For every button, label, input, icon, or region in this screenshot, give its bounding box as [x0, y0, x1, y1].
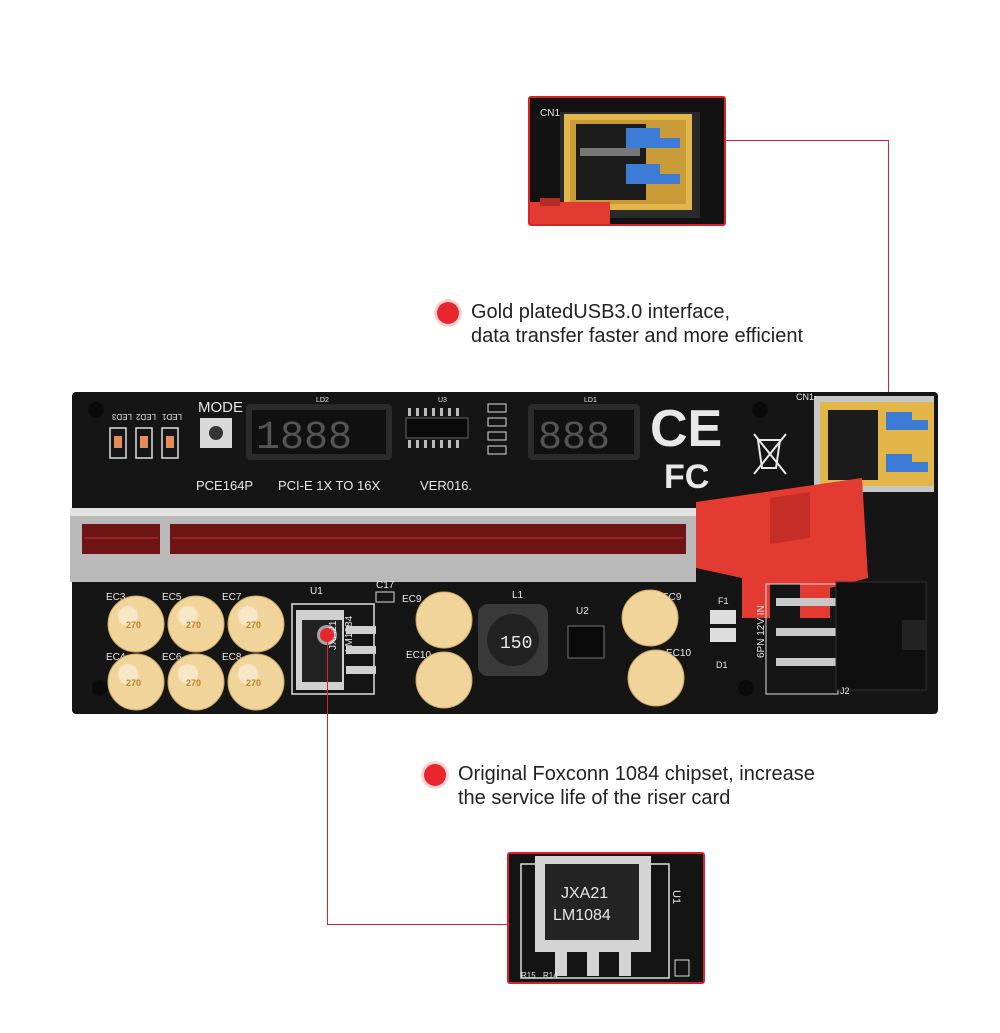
power-label: 6PN 12V IN: [756, 605, 767, 658]
feature-chipset-line-2: the service life of the riser card: [458, 787, 731, 809]
ec8-label: EC10: [406, 650, 431, 661]
ec4-label: EC6: [162, 652, 182, 663]
version-label: VER016.: [420, 478, 472, 493]
feature-usb-line-1: Gold platedUSB3.0 interface,: [471, 301, 731, 323]
ec7-label: EC9: [402, 594, 422, 605]
right-display-digits: 888: [538, 416, 610, 461]
u3-label: U3: [438, 397, 447, 404]
chip-zoom-callout: JXA21 LM1084 U1 R15 R14: [507, 852, 705, 984]
zoom-r15-label: R15: [521, 971, 536, 980]
ec9-label: EC9: [662, 592, 682, 603]
f1-label: F1: [718, 596, 729, 606]
usb-connector-line-v: [888, 140, 889, 430]
u1-label: U1: [310, 586, 323, 597]
chip-zoom-image: JXA21 LM1084 U1 R15 R14: [509, 854, 703, 982]
ec6-label: EC8: [222, 652, 242, 663]
bullet-dot-icon: [437, 302, 459, 324]
weee-bin-icon: [753, 433, 787, 475]
cap-marking-5: 270: [246, 620, 261, 630]
pcie-label: PCI-E 1X TO 16X: [278, 478, 380, 493]
led1-label: LED1: [161, 412, 182, 421]
cap-marking-3: 270: [186, 620, 201, 630]
feature-usb-line-2: data transfer faster and more efficient: [471, 325, 804, 347]
feature-usb: Gold platedUSB3.0 interface, data transf…: [437, 300, 803, 348]
u2-label: U2: [576, 606, 589, 617]
usb-zoom-image: CN1: [530, 98, 724, 224]
feature-chipset-line-1: Original Foxconn 1084 chipset, increase: [458, 763, 815, 785]
cap-marking-2: 270: [126, 678, 141, 688]
ld2-label: LD2: [316, 397, 329, 404]
chip-connector-line-h: [327, 924, 508, 925]
feature-usb-text: Gold platedUSB3.0 interface, data transf…: [471, 300, 803, 348]
j2-label: J2: [840, 686, 850, 696]
bullet-dot-icon: [424, 764, 446, 786]
status-leds: LED3 LED2 LED1: [109, 412, 182, 459]
ce-mark: CE: [650, 400, 722, 458]
cap-marking-6: 270: [246, 678, 261, 688]
riser-board: LED3 LED2 LED1 MODE LD2 1888 U3 LD1 888 …: [70, 392, 938, 714]
fcc-mark: FC: [664, 458, 709, 496]
capacitor-bank-left: EC3 EC4 EC5 EC6 EC7 EC8 270 270 270 270 …: [106, 592, 285, 711]
left-display-digits: 1888: [256, 416, 352, 461]
zoom-chip-line-1: JXA21: [561, 885, 608, 902]
c17-label: C17: [376, 580, 395, 591]
d1-label: D1: [716, 660, 728, 670]
mode-label: MODE: [198, 399, 243, 416]
cap-marking-1: 270: [126, 620, 141, 630]
zoom-r14-label: R14: [543, 971, 558, 980]
zoom-chip-line-2: LM1084: [553, 907, 611, 924]
chip-connector-endpoint: [320, 628, 334, 642]
feature-chipset: Original Foxconn 1084 chipset, increase …: [424, 762, 815, 810]
usb-zoom-callout: CN1: [528, 96, 726, 226]
usb-ref-label: CN1: [796, 392, 814, 402]
feature-chipset-text: Original Foxconn 1084 chipset, increase …: [458, 762, 815, 810]
chip-connector-line-v: [327, 642, 328, 924]
usb-zoom-ref: CN1: [540, 108, 560, 119]
usb-connector-line-h: [726, 140, 889, 141]
cap-marking-4: 270: [186, 678, 201, 688]
ec10-label: EC10: [666, 648, 691, 659]
ec5-label: EC7: [222, 592, 242, 603]
model-label: PCE164P: [196, 478, 253, 493]
ld1-label: LD1: [584, 397, 597, 404]
led2-label: LED2: [135, 412, 156, 421]
ec3-label: EC5: [162, 592, 182, 603]
led3-label: LED3: [111, 412, 132, 421]
l1-label: L1: [512, 590, 524, 601]
ec2-label: EC4: [106, 652, 126, 663]
ec1-label: EC3: [106, 592, 126, 603]
zoom-chip-ref: U1: [670, 890, 682, 904]
inductor-code: 150: [500, 634, 532, 654]
